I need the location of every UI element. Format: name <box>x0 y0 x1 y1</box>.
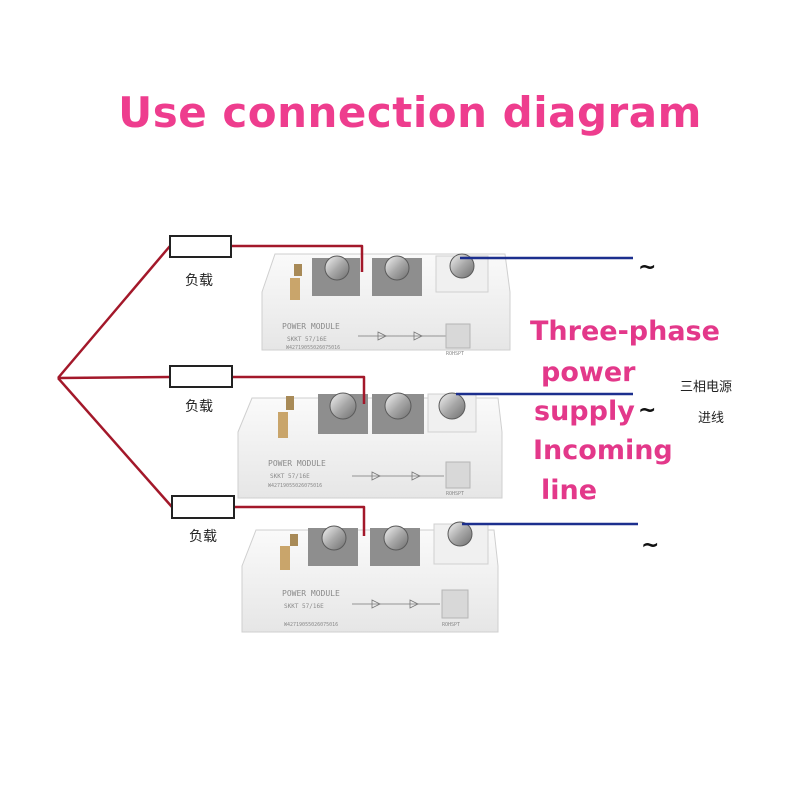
ac-symbol: ~ <box>638 398 656 423</box>
load-wire <box>57 245 171 379</box>
terminal-bolt <box>384 392 412 420</box>
qr-code <box>445 461 471 489</box>
gate-pin <box>278 412 288 438</box>
load-wire <box>57 375 171 380</box>
module-part-number: SKKT 57/16E <box>270 473 310 480</box>
module-brand: ROHSPT <box>446 491 464 497</box>
load-resistor <box>171 495 235 519</box>
supply-label-line: power <box>541 357 636 388</box>
load-wire <box>232 375 366 404</box>
supply-label-line: Incoming <box>533 435 673 466</box>
page-title: Use connection diagram <box>118 88 702 137</box>
gate-pin <box>294 264 302 276</box>
supply-label-cn-line: 三相电源 <box>680 380 732 395</box>
circuit-symbol <box>352 599 440 609</box>
module-header-text: POWER MODULE <box>282 322 340 331</box>
gate-pin <box>280 546 290 570</box>
module-serial: W42719055026075016 <box>268 483 322 489</box>
supply-label-line: supply <box>534 396 635 427</box>
supply-label-line: Three-phase <box>530 316 720 347</box>
terminal-bolt <box>383 525 409 551</box>
load-resistor <box>169 365 233 388</box>
terminal-bolt <box>329 392 357 420</box>
supply-label-cn: 三相电源 进线 <box>680 380 732 426</box>
module-part-number: SKKT 57/16E <box>287 336 327 343</box>
supply-label-cn-line: 进线 <box>698 411 724 426</box>
load-label: 负载 <box>185 273 213 289</box>
power-module-3: POWER MODULE SKKT 57/16E W42719055026075… <box>241 521 499 633</box>
gate-pin <box>290 534 298 546</box>
incoming-wiring <box>456 256 638 526</box>
supply-label-line: line <box>541 475 597 506</box>
load-wire <box>57 377 173 508</box>
terminal-bolt <box>438 392 466 420</box>
qr-code <box>445 323 471 349</box>
module-part-number: SKKT 57/16E <box>284 603 324 610</box>
power-module-2: POWER MODULE SKKT 57/16E W42719055026075… <box>237 392 503 499</box>
circuit-symbol <box>352 471 444 481</box>
ac-symbol: ~ <box>638 255 656 280</box>
terminal-bolt <box>321 525 347 551</box>
module-brand: ROHSPT <box>446 351 464 357</box>
load-label: 负载 <box>185 399 213 415</box>
terminal-bolt <box>447 521 473 547</box>
supply-label: Three-phase power supply Incoming line <box>530 316 720 506</box>
terminal-bolt <box>449 253 475 279</box>
gate-pin <box>290 278 300 300</box>
load-wiring <box>57 244 366 536</box>
module-serial: W42719055026075016 <box>286 345 340 351</box>
module-serial: W42719055026075016 <box>284 622 338 628</box>
module-header-text: POWER MODULE <box>268 459 326 468</box>
gate-pin <box>286 396 294 410</box>
ac-symbol: ~ <box>641 533 659 558</box>
load-resistor <box>169 235 232 258</box>
qr-code <box>441 589 469 619</box>
load-wire <box>234 505 366 536</box>
load-label: 负载 <box>189 529 217 545</box>
terminal-bolt <box>384 255 410 281</box>
load-wire <box>231 244 364 272</box>
circuit-symbol <box>358 331 446 341</box>
module-brand: ROHSPT <box>442 622 460 628</box>
module-header-text: POWER MODULE <box>282 589 340 598</box>
terminal-bolt <box>324 255 350 281</box>
power-module-1: POWER MODULE SKKT 57/16E W42719055026075… <box>261 253 511 357</box>
